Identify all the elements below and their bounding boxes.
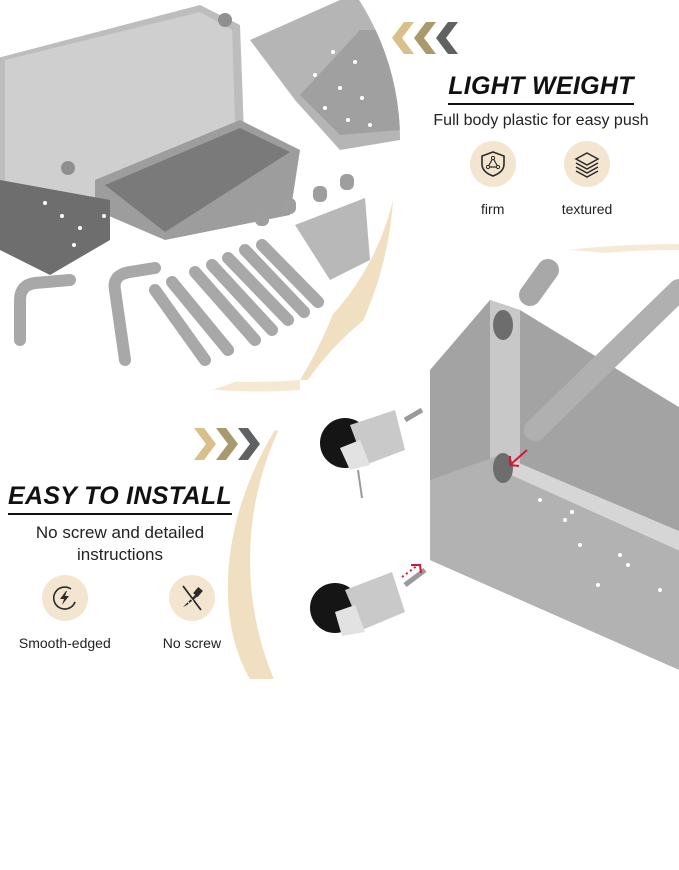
light-weight-description: Full body plastic for easy push	[433, 112, 649, 129]
badge-smooth-edged-label: Smooth-edged	[18, 635, 111, 651]
easy-install-description-line2: instructions	[77, 545, 163, 564]
badge-firm-label: firm	[481, 201, 505, 217]
easy-install-description-line1: No screw and detailed	[35, 523, 205, 542]
easy-to-install-section: EASY TO INSTALL No screw and detailed in…	[0, 482, 240, 651]
chevron-decoration-left	[392, 22, 464, 54]
chevrons-left-icon	[392, 22, 458, 54]
chevrons-right-icon	[194, 428, 260, 460]
lightning-circle-icon	[41, 575, 88, 621]
caster-install-illustration	[310, 259, 679, 670]
no-screw-icon	[168, 575, 215, 621]
badge-smooth-edged: Smooth-edged	[19, 575, 111, 651]
badge-firm: firm	[469, 141, 516, 217]
badge-no-screw: No screw	[163, 575, 221, 651]
badge-no-screw-label: No screw	[162, 635, 222, 651]
badge-textured-label: textured	[561, 201, 613, 217]
easy-install-badges: Smooth-edged No screw	[0, 575, 240, 651]
layers-icon	[564, 141, 610, 187]
chevron-decoration-right	[194, 428, 266, 460]
product-parts-image	[0, 0, 400, 400]
cart-parts-illustration	[0, 0, 400, 366]
light-weight-headline: LIGHT WEIGHT	[448, 72, 634, 105]
caster-wheel-bottom	[310, 568, 427, 636]
caster-wheel-top	[320, 407, 424, 499]
light-weight-badges: firm textured	[410, 141, 672, 217]
badge-textured: textured	[561, 141, 613, 217]
easy-install-headline: EASY TO INSTALL	[8, 482, 232, 515]
light-weight-section: LIGHT WEIGHT Full body plastic for easy …	[410, 72, 672, 217]
shield-triangle-icon	[469, 141, 516, 187]
